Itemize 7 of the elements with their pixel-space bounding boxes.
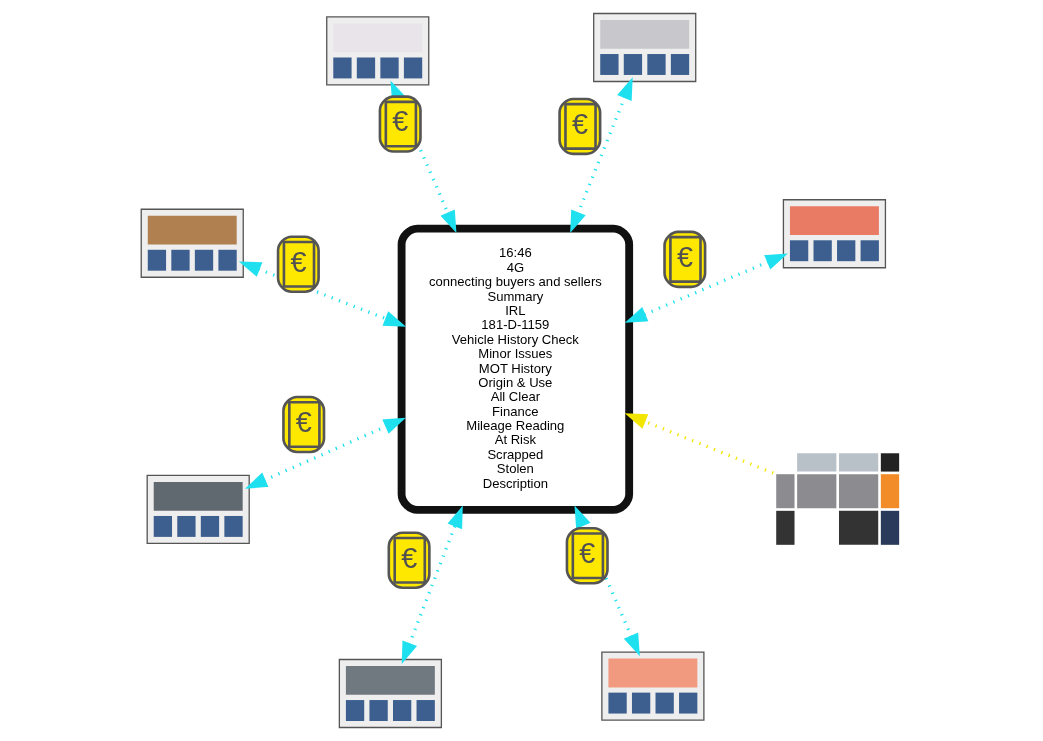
edge-label: € [290,245,307,278]
edge-label: € [579,537,596,570]
edge-label: € [572,107,588,140]
edge-label: € [295,405,312,438]
edge-label: € [401,541,418,574]
edge-label: € [392,105,409,138]
edge-label: € [676,240,693,273]
